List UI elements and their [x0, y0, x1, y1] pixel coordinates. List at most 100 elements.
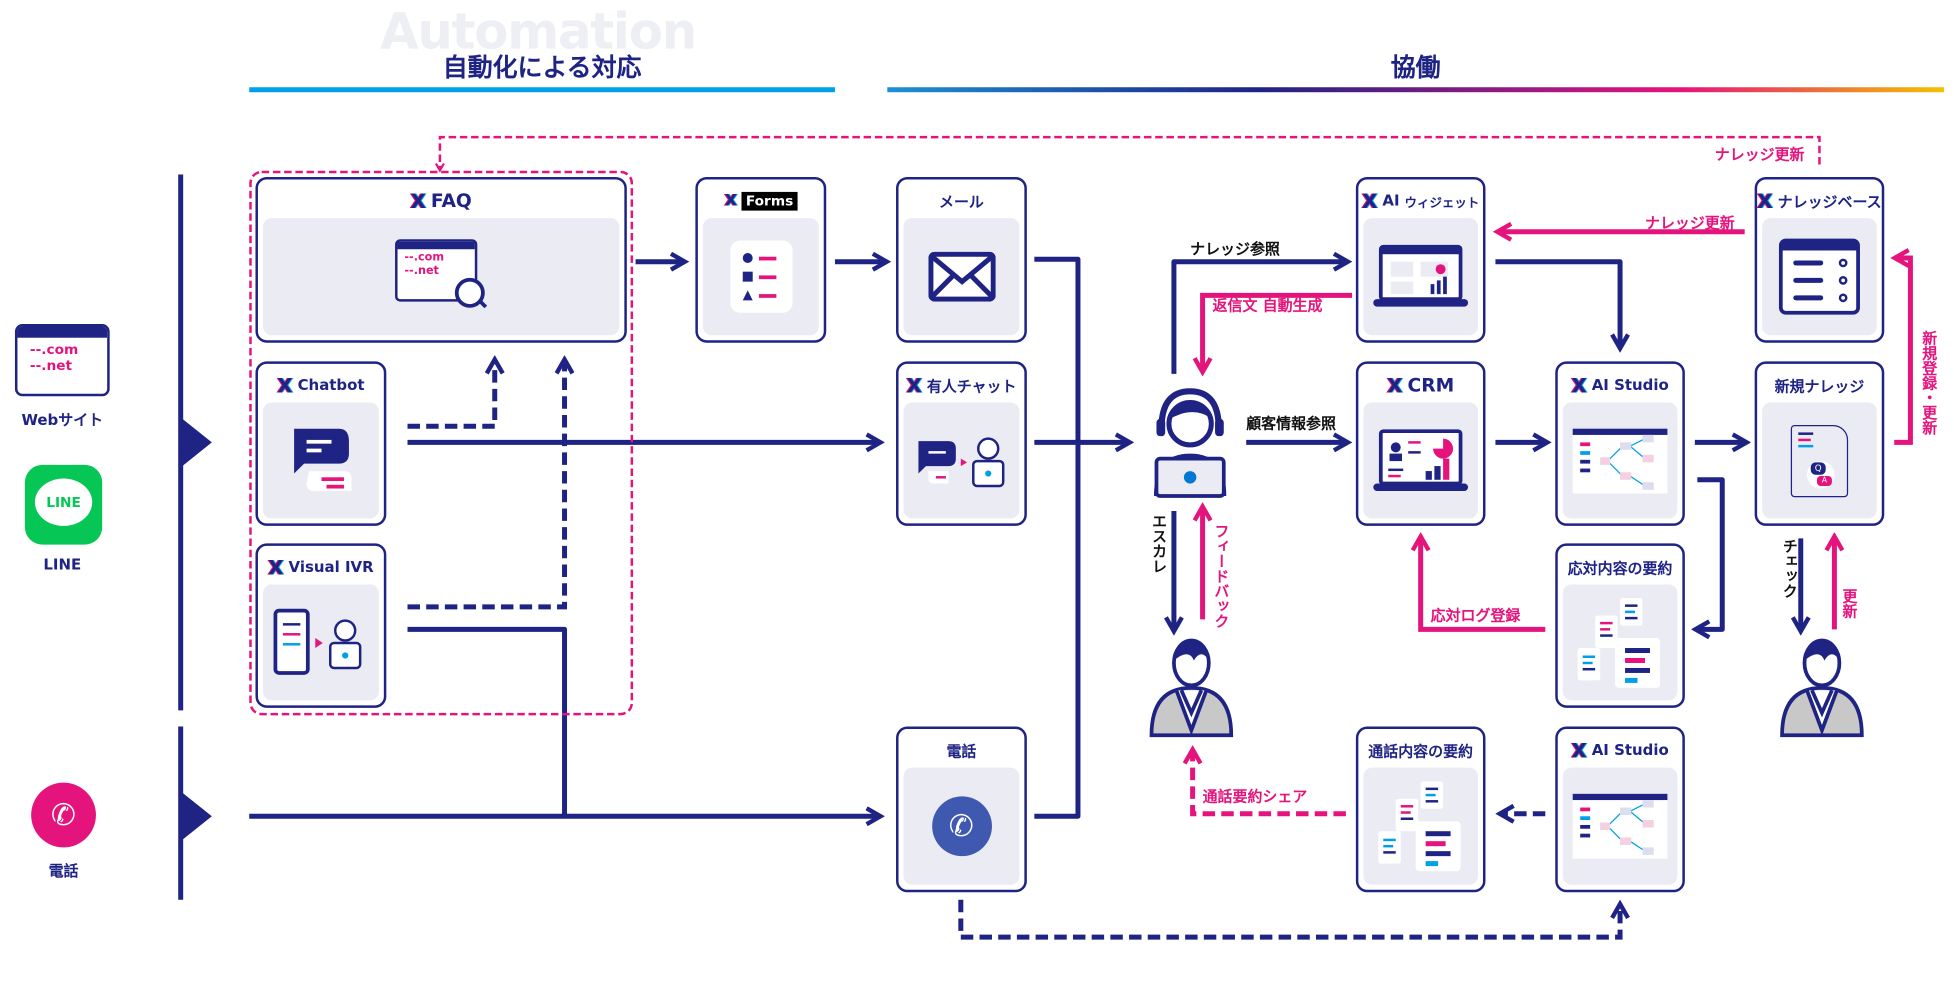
summary-documents-icon	[1577, 597, 1660, 688]
checker-person-icon	[1780, 638, 1864, 738]
label-knowledge-reference: ナレッジ参照	[1190, 240, 1280, 258]
line-app-icon: LINE	[24, 464, 103, 545]
x-logo-icon: X	[1571, 738, 1587, 763]
response-summary-title: 応対内容の要約	[1567, 558, 1673, 577]
x-logo-icon: X	[1362, 188, 1378, 213]
automation-watermark: Automation	[380, 3, 697, 62]
x-logo-icon: X	[1387, 373, 1403, 397]
phone-to-aistudio-dashed-arrow	[958, 899, 1620, 940]
channel-label-line: LINE	[43, 555, 82, 574]
website-icon: --.com --.net	[14, 324, 110, 397]
ai-widget-title: AI	[1382, 191, 1400, 210]
label-response-log-register: 応対ログ登録	[1430, 606, 1521, 625]
x-logo-icon: X	[268, 555, 284, 579]
label-update: 更新	[1840, 588, 1859, 619]
knowledge-update-top-dashed-arrow	[440, 135, 1821, 169]
label-feedback: フィードバック	[1212, 523, 1230, 629]
widget-to-studio-arrow	[1495, 259, 1620, 347]
operator-icon	[1153, 388, 1227, 498]
chat-to-operator-icon	[917, 436, 1004, 487]
faq-title: FAQ	[430, 189, 472, 212]
call-summary-title: 通話内容の要約	[1368, 742, 1474, 760]
database-server-icon	[1778, 238, 1860, 315]
collaboration-underline	[887, 87, 1945, 93]
automation-underline	[249, 87, 835, 93]
label-new-register-update: 新規登録・更新	[1920, 330, 1938, 435]
automation-title: 自動化による対応	[442, 52, 642, 83]
response-summary-box[interactable]: 応対内容の要約	[1555, 543, 1685, 708]
call-summary-box[interactable]: 通話内容の要約	[1355, 726, 1486, 893]
chatbot-title: Chatbot	[297, 376, 365, 394]
mail-box[interactable]: メール	[896, 176, 1027, 343]
ivr-phone-to-operator-icon	[272, 608, 361, 675]
label-auto-reply: 返信文 自動生成	[1212, 296, 1323, 315]
label-customer-info-reference: 顧客情報参照	[1246, 414, 1336, 433]
ai-widget-title-suffix: ウィジェット	[1404, 196, 1480, 210]
ai-studio-title: AI Studio	[1591, 376, 1669, 394]
chatbot-to-faq-dashed-arrow	[407, 361, 495, 429]
question-badge: Q	[1810, 461, 1826, 475]
response-log-arrow	[1421, 538, 1546, 632]
flow-tree-icon	[1572, 793, 1668, 859]
label-knowledge-update-top: ナレッジ更新	[1714, 145, 1805, 164]
label-call-summary-share: 通話要約シェア	[1202, 787, 1308, 806]
phone-icon: ✆	[31, 782, 96, 848]
visual-ivr-title: Visual IVR	[288, 558, 374, 576]
x-logo-icon: X	[906, 373, 922, 397]
faq-icon-text-com: --.com	[404, 251, 445, 265]
live-chat-title: 有人チャット	[926, 376, 1017, 395]
x-logo-icon: X	[1571, 373, 1587, 397]
auto-reply-arrow	[1203, 292, 1353, 370]
envelope-icon	[927, 251, 996, 302]
faq-icon-text-net: --.net	[404, 265, 439, 278]
call-summary-share-dashed-arrow	[1193, 751, 1346, 817]
mail-phone-merge-line	[1034, 256, 1081, 819]
knowledge-reference-arrow	[1171, 262, 1346, 374]
x-logo-icon: X	[724, 191, 738, 210]
x-logo-icon: X	[1757, 188, 1773, 213]
label-escalation: エスカレ	[1150, 513, 1168, 574]
channel-label-website: Webサイト	[21, 411, 104, 429]
qa-document-icon: Q A	[1790, 424, 1849, 497]
new-knowledge-box[interactable]: 新規ナレッジ Q A	[1754, 361, 1885, 526]
ai-studio-call-title: AI Studio	[1591, 741, 1669, 759]
line-icon-text: LINE	[34, 478, 93, 526]
channel-label-phone: 電話	[48, 862, 79, 880]
crm-title: CRM	[1407, 373, 1455, 397]
automation-group-outline	[249, 170, 634, 716]
phone-box[interactable]: 電話 ✆	[896, 726, 1027, 893]
ivr-to-faq-dashed-arrow	[407, 361, 565, 610]
answer-badge: A	[1816, 475, 1832, 486]
escalation-supervisor-icon	[1149, 638, 1234, 738]
summary-documents-icon	[1378, 781, 1461, 872]
laptop-dashboard-icon	[1373, 244, 1469, 307]
flow-tree-icon	[1572, 428, 1668, 493]
forms-title: Forms	[742, 191, 798, 210]
new-knowledge-title: 新規ナレッジ	[1774, 376, 1865, 395]
faq-search-icon: --.com--.net	[394, 234, 487, 319]
website-icon-text-com: --.com	[29, 341, 79, 358]
collaboration-title: 協働	[1390, 52, 1441, 83]
new-register-update-arrow	[1894, 258, 1913, 445]
crm-laptop-icon	[1373, 428, 1469, 491]
phone-title: 電話	[946, 742, 977, 760]
ivr-to-phone-line	[407, 626, 568, 817]
mail-title: メール	[938, 192, 984, 210]
phone-bus-triangle	[180, 791, 212, 842]
chat-bubbles-icon	[293, 428, 351, 491]
web-bus-triangle	[180, 417, 212, 468]
label-knowledge-update: ナレッジ更新	[1644, 214, 1735, 232]
x-logo-icon: X	[277, 373, 293, 397]
label-check: チェック	[1780, 538, 1799, 599]
